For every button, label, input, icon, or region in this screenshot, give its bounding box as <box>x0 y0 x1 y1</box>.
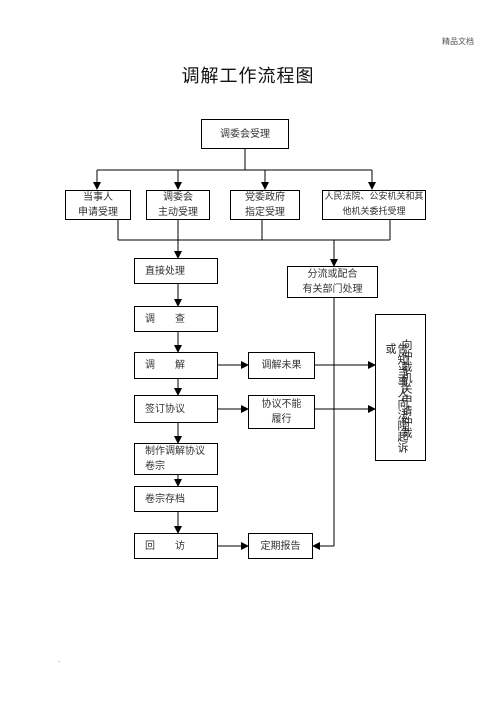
node-committee-accept: 调委会受理 <box>201 119 289 149</box>
node-visit: 回 访 <box>134 533 218 559</box>
inform-text-col1: 告知当事人向法院起诉或 <box>384 343 409 453</box>
node-not-perform: 协议不能 履行 <box>248 395 315 429</box>
node-mediate: 调 解 <box>134 352 218 379</box>
node-mediate-fail: 调解未果 <box>248 352 315 379</box>
node-sign: 签订协议 <box>134 395 218 423</box>
node-direct: 直接处理 <box>134 258 218 284</box>
node-archive: 卷宗存档 <box>134 486 218 512</box>
node-party-gov: 党委政府 指定受理 <box>230 190 300 220</box>
node-court-police: 人民法院、公安机关和其 他机关委托受理 <box>322 190 426 220</box>
page-title: 调解工作流程图 <box>181 66 315 87</box>
footer-mark: . <box>58 655 61 664</box>
node-committee-active: 调委会 主动受理 <box>146 190 210 220</box>
node-make-agreement: 制作调解协议 卷宗 <box>134 443 218 475</box>
node-investigate: 调 查 <box>134 306 218 332</box>
node-report: 定期报告 <box>248 533 313 559</box>
inform-text-col2: 向仲裁机关申请仲裁 <box>400 339 413 438</box>
node-diversion: 分流或配合 有关部门处理 <box>287 266 378 298</box>
node-party-apply: 当事人 申请受理 <box>65 190 131 220</box>
node-inform: 告知当事人向法院起诉或 向仲裁机关申请仲裁 <box>375 314 426 461</box>
header-note: 精品文档 <box>442 37 474 46</box>
